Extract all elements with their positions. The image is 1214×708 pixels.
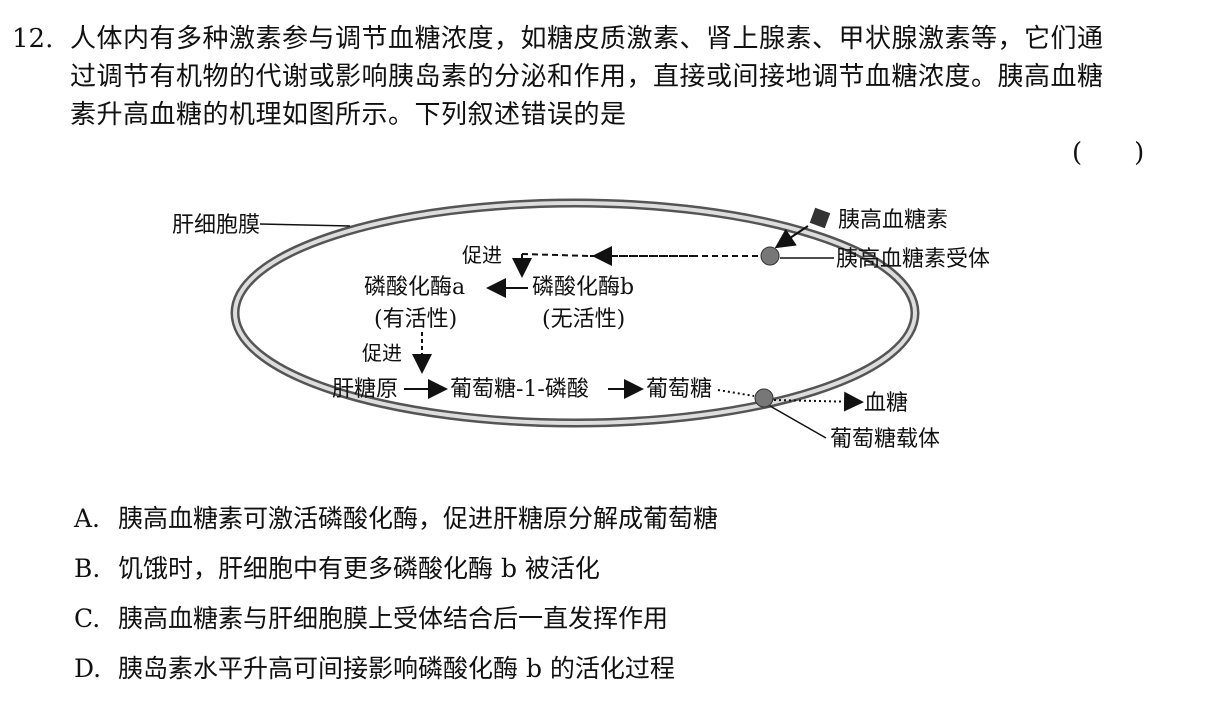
label-glucagon: 胰高血糖素 [838, 208, 948, 233]
label-glucose-carrier: 葡萄糖载体 [830, 427, 940, 452]
question-line-1: 人体内有多种激素参与调节血糖浓度，如糖皮质激素、肾上腺素、甲状腺激素等，它们通 [70, 24, 1104, 54]
question-stem: 人体内有多种激素参与调节血糖浓度，如糖皮质激素、肾上腺素、甲状腺激素等，它们通 … [70, 20, 1190, 134]
option-b-letter: B. [74, 554, 101, 583]
label-enzyme-b: 磷酸化酶b [532, 275, 634, 300]
glucagon-mechanism-diagram: 肝细胞膜 胰高血糖素 胰高血糖素受体 促进 磷酸化酶b (无活性) 磷酸化酶a … [172, 198, 990, 452]
dotted-carrier-to-blood [773, 391, 864, 412]
option-a[interactable]: A. 胰高血糖素可激活磷酸化酶，促进肝糖原分解成葡萄糖 [74, 494, 718, 544]
liver-cell-membrane-inner [233, 201, 917, 425]
label-liver-membrane: 肝细胞膜 [172, 213, 260, 238]
option-d[interactable]: D. 胰岛素水平升高可间接影响磷酸化酶 b 的活化过程 [74, 644, 718, 694]
question-number: 12. [12, 24, 54, 54]
option-c[interactable]: C. 胰高血糖素与肝细胞膜上受体结合后一直发挥作用 [74, 594, 718, 644]
question-line-2: 过调节有机物的代谢或影响胰岛素的分泌和作用，直接或间接地调节血糖浓度。胰高血糖 [70, 62, 1104, 92]
option-c-letter: C. [74, 604, 101, 633]
option-d-text: 胰岛素水平升高可间接影响磷酸化酶 b 的活化过程 [118, 654, 675, 683]
option-c-text: 胰高血糖素与肝细胞膜上受体结合后一直发挥作用 [118, 604, 669, 633]
label-promote-2: 促进 [362, 341, 402, 365]
glucose-carrier-icon [754, 388, 774, 408]
option-a-text: 胰高血糖素可激活磷酸化酶，促进肝糖原分解成葡萄糖 [118, 504, 719, 533]
answer-bracket: ( ) [1072, 138, 1145, 168]
arrow-glucagon-to-receptor [774, 225, 809, 249]
option-b-text: 饥饿时，肝细胞中有更多磷酸化酶 b 被活化 [118, 554, 600, 583]
leader-liver-membrane [259, 223, 351, 227]
dotted-glucose-to-carrier [717, 389, 755, 397]
answer-options: A. 胰高血糖素可激活磷酸化酶，促进肝糖原分解成葡萄糖 B. 饥饿时，肝细胞中有更多… [74, 494, 718, 694]
dashed-signal-top [521, 253, 591, 257]
glucagon-receptor-icon [760, 246, 780, 266]
label-promote-1: 促进 [462, 243, 502, 267]
glucagon-molecule-icon [809, 207, 831, 229]
label-glucose: 葡萄糖 [646, 377, 712, 402]
option-a-letter: A. [74, 504, 101, 533]
label-g1p: 葡萄糖-1-磷酸 [450, 377, 589, 402]
label-enzyme-a: 磷酸化酶a [364, 275, 465, 300]
label-glycogen: 肝糖原 [332, 377, 398, 402]
label-glucagon-receptor: 胰高血糖素受体 [836, 247, 990, 272]
option-d-letter: D. [74, 654, 102, 683]
option-b[interactable]: B. 饥饿时，肝细胞中有更多磷酸化酶 b 被活化 [74, 544, 718, 594]
label-enzyme-a-state: (有活性) [374, 307, 457, 332]
label-blood-glucose: 血糖 [864, 391, 908, 416]
question-line-3: 素升高血糖的机理如图所示。下列叙述错误的是 [70, 100, 627, 130]
leader-glucose-carrier [769, 405, 827, 439]
label-enzyme-b-state: (无活性) [542, 307, 625, 332]
